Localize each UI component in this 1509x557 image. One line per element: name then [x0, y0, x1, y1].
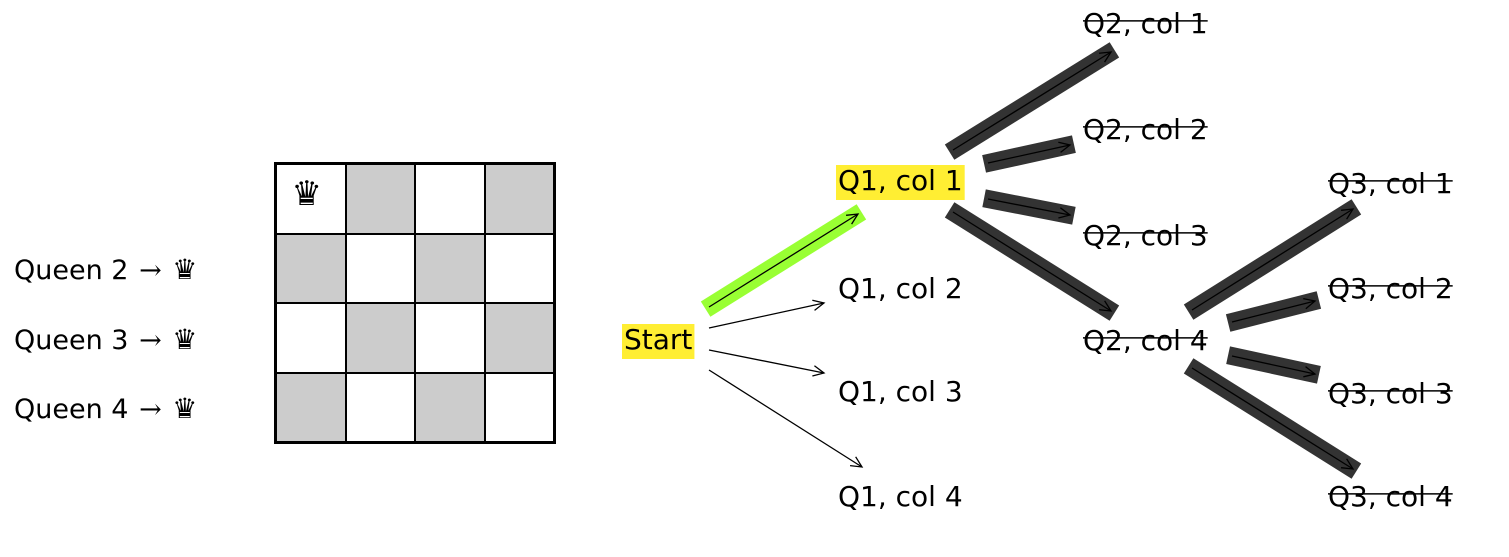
tree-node-q3c2: Q3, col 2: [1328, 272, 1453, 305]
edge-line: [952, 51, 1112, 151]
tree-node-q2c3: Q2, col 3: [1083, 219, 1208, 252]
tree-edge-pruned: [1226, 346, 1321, 384]
right-arrow-icon: →: [139, 255, 162, 286]
edge-line: [708, 213, 859, 308]
edge-line: [987, 198, 1071, 216]
edge-line: [1231, 300, 1316, 323]
board-cell: [484, 372, 554, 442]
edge-line: [987, 144, 1071, 164]
node-highlight: [836, 165, 965, 200]
tree-edge-pruned: [1225, 291, 1322, 332]
tree-edge-pruned: [1183, 199, 1362, 320]
arrowhead-icon: [850, 456, 864, 468]
node-label: Q3, col 4: [1328, 480, 1453, 513]
right-arrow-icon: →: [139, 325, 162, 356]
tree-edge-pruned: [944, 202, 1120, 321]
node-label: Q1, col 1: [838, 164, 963, 197]
board-cell: [345, 164, 415, 234]
tree-node-q1c4: Q1, col 4: [838, 480, 963, 513]
arrowhead-icon: [812, 365, 826, 377]
edge-line: [708, 349, 825, 374]
queen-legend-item: Queen 4 → ♛: [14, 393, 197, 426]
tree-edge-plain: [708, 299, 826, 329]
arrowhead-icon: [1340, 208, 1355, 220]
node-label: Q1, col 3: [838, 375, 963, 408]
board-cell: [484, 164, 554, 234]
board-cell: [276, 303, 346, 373]
arrowhead-icon: [1303, 297, 1317, 310]
queen-legend-label: Queen 4: [14, 394, 129, 425]
board-cell: [415, 233, 485, 303]
board-cell: [415, 303, 485, 373]
tree-node-start: Start: [622, 323, 695, 359]
arrowhead-icon: [1098, 300, 1113, 312]
tree-edge-plain: [708, 369, 864, 468]
arrowhead-icon: [1099, 51, 1113, 63]
tree-node-q3c4: Q3, col 4: [1328, 480, 1453, 513]
tree-edge-pruned: [944, 42, 1120, 160]
node-label: Q1, col 2: [838, 272, 963, 305]
node-label: Q2, col 3: [1083, 219, 1208, 252]
board-cell: [345, 303, 415, 373]
tree-edges: [700, 42, 1362, 479]
tree-node-q3c3: Q3, col 3: [1328, 377, 1453, 410]
queen-legend-item: Queen 3 → ♛: [14, 324, 197, 357]
edge-line: [1191, 208, 1354, 311]
node-label: Q3, col 3: [1328, 377, 1453, 410]
board-cell: [276, 233, 346, 303]
edge-line: [708, 302, 825, 329]
node-highlight: [622, 324, 695, 359]
tree-edge-pruned: [982, 135, 1076, 173]
tree-node-q3c1: Q3, col 1: [1328, 167, 1453, 200]
tree-node-q1c1: Q1, col 1: [836, 164, 965, 200]
tree-node-q2c4: Q2, col 4: [1083, 324, 1208, 357]
queen-icon: ♛: [291, 173, 322, 214]
board-cell: [276, 372, 346, 442]
node-label: Q1, col 4: [838, 480, 963, 513]
tree-edge-pruned: [1183, 358, 1362, 479]
tree-nodes: Start Q1, col 1 Q1, col 2 Q1, col 3 Q1, col …: [622, 7, 1453, 513]
queen-icon: ♛: [172, 392, 198, 425]
right-arrow-icon: →: [139, 394, 162, 425]
tree-node-q2c2: Q2, col 2: [1083, 113, 1208, 146]
queen-legend-label: Queen 3: [14, 325, 129, 356]
board-cell: ♛: [276, 164, 346, 234]
queen-icon: ♛: [172, 323, 198, 356]
tree-node-q2c1: Q2, col 1: [1083, 7, 1208, 40]
tree-edge-pruned: [982, 189, 1076, 225]
board-cell: [345, 372, 415, 442]
board-cell: [484, 233, 554, 303]
board-cell: [345, 233, 415, 303]
node-label: Q2, col 4: [1083, 324, 1208, 357]
arrowhead-icon: [812, 299, 826, 311]
tree-edge-selected: [700, 204, 867, 317]
arrowhead-icon: [1340, 458, 1355, 470]
tree-node-q1c3: Q1, col 3: [838, 375, 963, 408]
arrowhead-icon: [845, 213, 860, 225]
node-label: Start: [624, 323, 692, 356]
board-cell: [415, 164, 485, 234]
arrowhead-icon: [1058, 141, 1072, 153]
edge-line: [952, 211, 1112, 312]
board-cell: [415, 372, 485, 442]
tree-edge-plain: [708, 349, 826, 377]
edge-line: [1191, 367, 1354, 470]
queen-icon: ♛: [172, 253, 198, 286]
chess-board: ♛: [274, 162, 556, 444]
node-label: Q3, col 2: [1328, 272, 1453, 305]
edge-line: [1231, 355, 1316, 375]
node-label: Q2, col 2: [1083, 113, 1208, 146]
arrowhead-icon: [1058, 207, 1072, 219]
board-cell: [484, 303, 554, 373]
node-label: Q2, col 1: [1083, 7, 1208, 40]
edge-line: [708, 369, 863, 468]
queen-legend-item: Queen 2 → ♛: [14, 254, 197, 287]
queen-legend-label: Queen 2: [14, 255, 129, 286]
arrowhead-icon: [1303, 366, 1317, 378]
node-label: Q3, col 1: [1328, 167, 1453, 200]
tree-node-q1c2: Q1, col 2: [838, 272, 963, 305]
